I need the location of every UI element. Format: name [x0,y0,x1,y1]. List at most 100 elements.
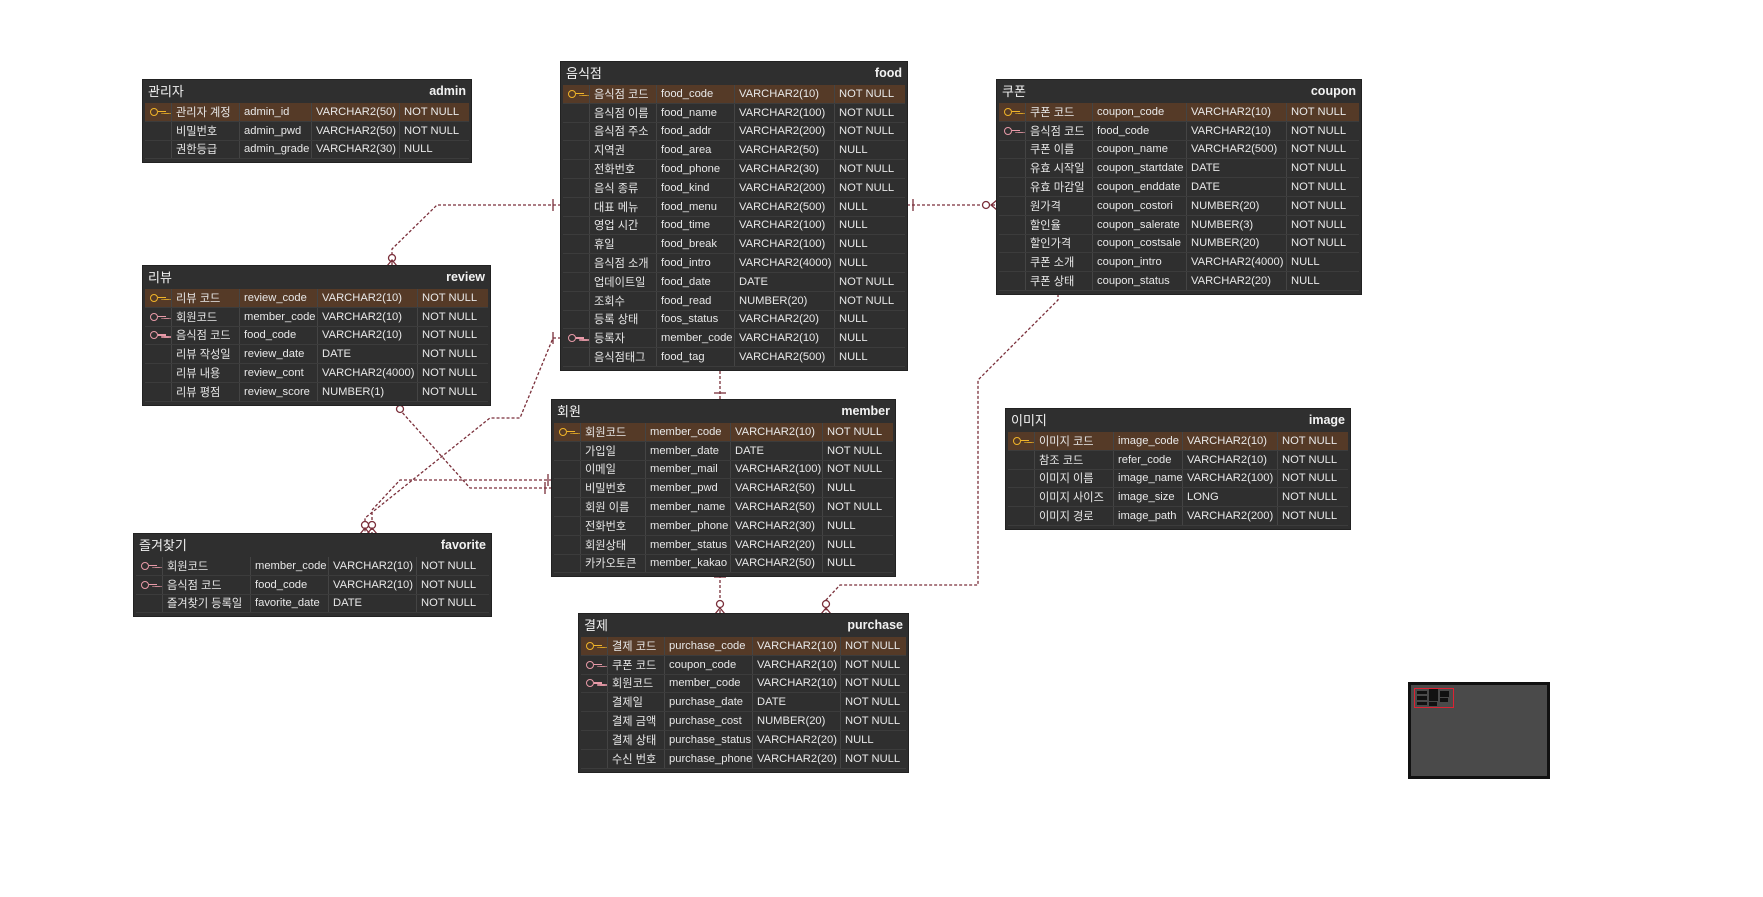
cell-type: VARCHAR2(10) [329,557,417,575]
minimap[interactable] [1408,682,1550,779]
key-cell [563,235,590,254]
cell-type: NUMBER(20) [1187,234,1287,253]
minimap-viewport[interactable] [1414,688,1454,708]
cell-null: NULL [827,538,856,551]
cell-null: NOT NULL [422,329,478,342]
cell-type: VARCHAR2(10) [753,637,841,655]
cell-kor: 지역권 [590,141,657,160]
key-cell [563,291,590,310]
primary-key-icon [1004,107,1020,116]
key-cell [563,122,590,141]
cell-col: image_size [1114,488,1183,507]
cell-null: NULL [839,332,868,345]
cell-col: coupon_enddate [1093,178,1187,196]
key-cell [999,272,1026,290]
foreign-key-icon [586,660,602,669]
cell-kor: 등록 상태 [590,310,657,329]
cell-type: VARCHAR2(50) [312,103,400,121]
fk-key-cell [581,655,608,674]
pk-key-cell [1008,432,1035,450]
minimap-block [1417,702,1427,705]
cell-type: NUMBER(3) [1187,215,1287,234]
cell-type: NUMBER(20) [1187,196,1287,215]
cell-kor: 쿠폰 코드 [608,655,665,674]
